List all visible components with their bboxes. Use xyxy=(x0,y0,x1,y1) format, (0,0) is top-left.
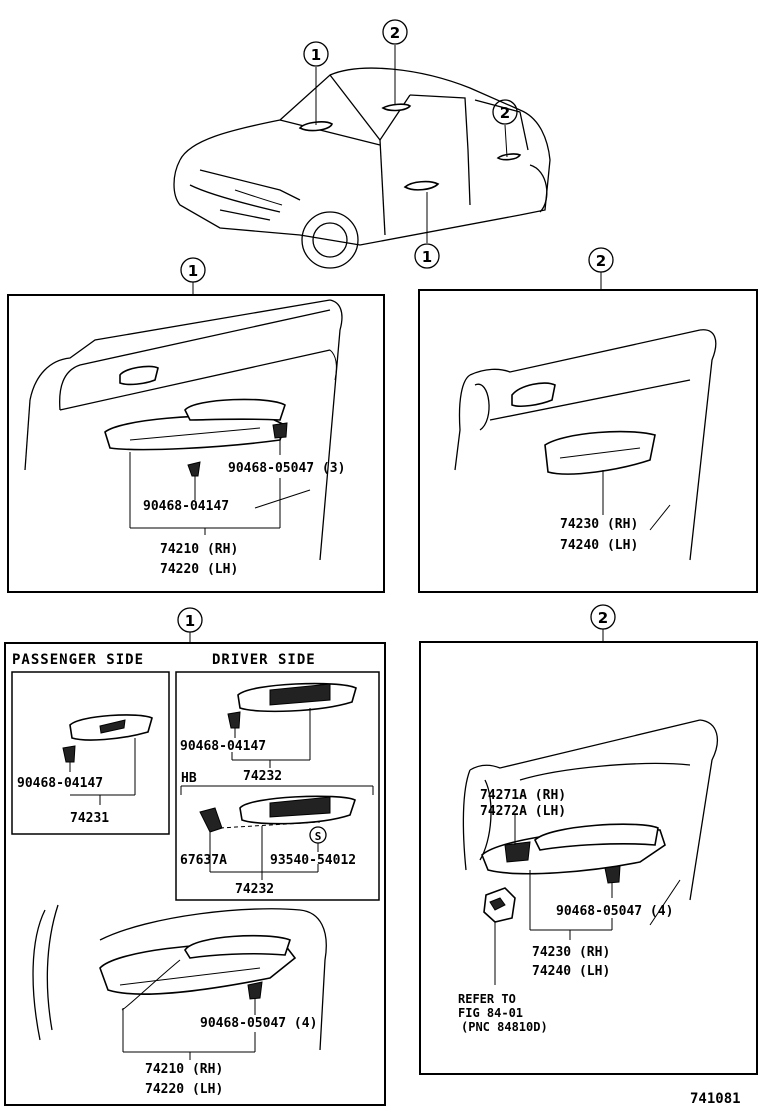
passenger-side-box: 90468-04147 74231 xyxy=(11,671,170,835)
panel-rear-switch-base: 2 74271A (RH) 74272A (LH) 90468-05047 (4… xyxy=(419,604,758,1075)
panels-rear-switch-refer-2-label: FIG 84-01 xyxy=(458,1006,523,1020)
callouts-two-label: 2 xyxy=(500,104,510,122)
panels-rear-switch-handle-lh-label: 74240 (LH) xyxy=(532,964,610,979)
panels-front-switch-hb-part-b-label: 93540-54012 xyxy=(270,853,356,868)
panels-rear-inside-handle-rh-label: 74230 (RH) xyxy=(560,517,638,532)
callouts-two-label: 2 xyxy=(596,252,606,270)
panels-front-switch-passenger-title-label: PASSENGER SIDE xyxy=(12,652,144,668)
panels-rear-switch-handle-rh-label: 74230 (RH) xyxy=(532,945,610,960)
callouts-two-label: 2 xyxy=(390,24,400,42)
callout-2-rear: 2 xyxy=(492,99,518,125)
panels-front-switch-handle-clip-label: 90468-05047 (4) xyxy=(200,1016,317,1031)
callouts-one-label: 1 xyxy=(188,262,198,280)
driver-side-box: 90468-04147 74232 HB S 67637A 93540-5401… xyxy=(175,671,380,901)
panels-front-inside-handle-lh-label: 74220 (LH) xyxy=(160,562,238,577)
panels-front-switch-handle-rh-label: 74210 (RH) xyxy=(145,1062,223,1077)
panels-rear-switch-clip-label: 90468-05047 (4) xyxy=(556,904,673,919)
car-overview xyxy=(173,45,551,269)
panels-rear-switch-refer-1-label: REFER TO xyxy=(458,992,516,1006)
panels-front-switch-driver-clip-label: 90468-04147 xyxy=(180,739,266,754)
panels-front-switch-passenger-base-label: 74231 xyxy=(70,811,109,826)
panels-front-switch-hb-part-a-label: 67637A xyxy=(180,853,227,868)
callouts-one-label: 1 xyxy=(422,248,432,266)
callouts-one-label: 1 xyxy=(311,46,321,64)
panels-front-inside-clip-part-label: 90468-05047 (3) xyxy=(228,461,345,476)
panels-rear-switch-switch-rh-label: 74271A (RH) xyxy=(480,788,566,803)
panel-front-switch-base: 1 PASSENGER SIDE DRIVER SIDE 90468-04147… xyxy=(4,607,386,1106)
panels-rear-inside-handle-lh-label: 74240 (LH) xyxy=(560,538,638,553)
panels-front-switch-hb-label-label: HB xyxy=(181,771,197,786)
figure-code: 741081 xyxy=(690,1091,741,1107)
panels-front-switch-driver-title-label: DRIVER SIDE xyxy=(212,652,316,668)
panel-front-inside-handle: 1 90468-05047 (3) 90468-04147 74210 (RH)… xyxy=(7,257,385,593)
panels-front-switch-driver-base-label: 74232 xyxy=(243,769,282,784)
panels-rear-switch-refer-3-label: (PNC 84810D) xyxy=(461,1020,548,1034)
panels-front-inside-handle-rh-label: 74210 (RH) xyxy=(160,542,238,557)
panels-front-inside-clip-part-2-label: 90468-04147 xyxy=(143,499,229,514)
panels-front-switch-hb-base-label: 74232 xyxy=(235,882,274,897)
callout-1-door: 1 xyxy=(414,243,440,269)
callouts-two-label: 2 xyxy=(598,609,608,627)
panels-rear-switch-switch-lh-label: 74272A (LH) xyxy=(480,804,566,819)
callout-1-top: 1 xyxy=(303,41,329,67)
callouts-one-label: 1 xyxy=(185,612,195,630)
panels-front-switch-hb-s-mark-label: S xyxy=(315,830,322,843)
panel-rear-inside-handle: 2 74230 (RH) 74240 (LH) xyxy=(418,247,758,593)
callout-2-top: 2 xyxy=(382,19,408,45)
panels-front-switch-passenger-clip-label: 90468-04147 xyxy=(17,776,103,791)
panels-front-switch-handle-lh-label: 74220 (LH) xyxy=(145,1082,223,1097)
